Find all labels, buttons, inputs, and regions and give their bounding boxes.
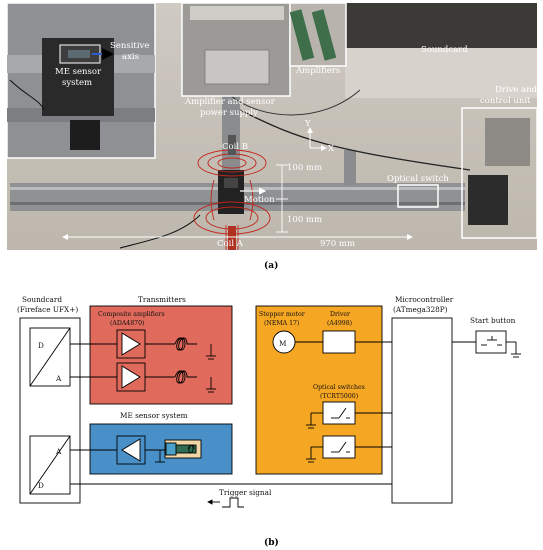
micro-title-2: (ATmega328P) [393,305,448,314]
dac-label-a: A [55,374,62,383]
label-drive-1: Drive and [495,85,538,95]
optical-title-1: Optical switches [313,384,365,391]
me-sensor-box [89,423,233,475]
inset-me-sensor [6,2,156,159]
transmitters-sub-2: (ADA4870) [110,320,144,327]
micro-title-1: Microcontroller [395,295,454,304]
label-rail-length: 970 mm [320,239,355,249]
label-amplifiers: Amplifiers [295,66,340,76]
driver-title-2: (A4998) [327,320,352,327]
label-dist-top: 100 mm [287,163,322,173]
label-dist-bottom: 100 mm [287,215,322,225]
motor-symbol: M [279,339,287,348]
coil-tx-2 [174,370,197,384]
label-coil-b: Coil B [222,142,248,152]
inset-amplifier-supply [181,2,291,97]
start-button-label: Start button [470,316,516,325]
amplifier-triangle-1 [121,332,141,356]
label-me-sensor: ME sensor [55,67,102,77]
label-axis: axis [122,52,139,62]
optical-switch-2 [322,435,356,459]
label-axis-y: Y [304,119,311,129]
driver-title-1: Driver [330,311,350,318]
label-axis-x: X [328,144,335,154]
optical-switch-1 [322,401,356,425]
driver-block [322,330,356,354]
label-amp-supply-1: Amplifier and sensor [184,97,276,107]
label-system: system [62,78,92,88]
sensor-amp-triangle [121,438,141,462]
coil-tx-1 [174,337,197,351]
transmitters-sub-1: Composite amplifiers [98,311,165,318]
trigger-label: Trigger signal [219,488,272,497]
label-coil-a: Coil A [217,239,244,249]
transmitters-title: Transmitters [138,295,186,304]
label-amp-supply-2: power supply [200,108,258,118]
optical-switch-highlight [397,184,439,208]
adc-label-d: D [38,481,44,490]
inset-amplifiers [289,2,347,67]
trigger-pulse-icon [222,497,244,508]
label-sensitive: Sensitive [110,41,149,51]
sensor-title: ME sensor system [120,411,188,420]
soundcard-title: Soundcard [22,295,62,304]
label-soundcard: Soundcard [421,45,468,55]
dac-label-d: D [38,341,44,350]
adc-label-a: A [55,447,62,456]
motor-title-1: Stepper motor [259,311,305,318]
caption-a: (a) [264,260,278,271]
start-button-block [475,330,507,354]
microcontroller-box [391,317,453,504]
block-diagram [19,305,521,508]
optical-title-2: (TCRT5000) [320,393,358,400]
motor-title-2: (NEMA 17) [264,320,299,327]
label-motion: Motion [244,195,275,205]
soundcard-model: (Fireface UFX+) [17,305,78,314]
drive-control-unit [461,107,538,239]
photo-panel: Sensitive axis ME sensor system Amplifie… [6,2,538,250]
label-optical-switch: Optical switch [387,174,449,184]
amplifier-triangle-2 [121,365,141,389]
caption-b: (b) [264,537,279,548]
transmitters-box [89,305,233,405]
label-drive-2: control unit [480,96,531,106]
